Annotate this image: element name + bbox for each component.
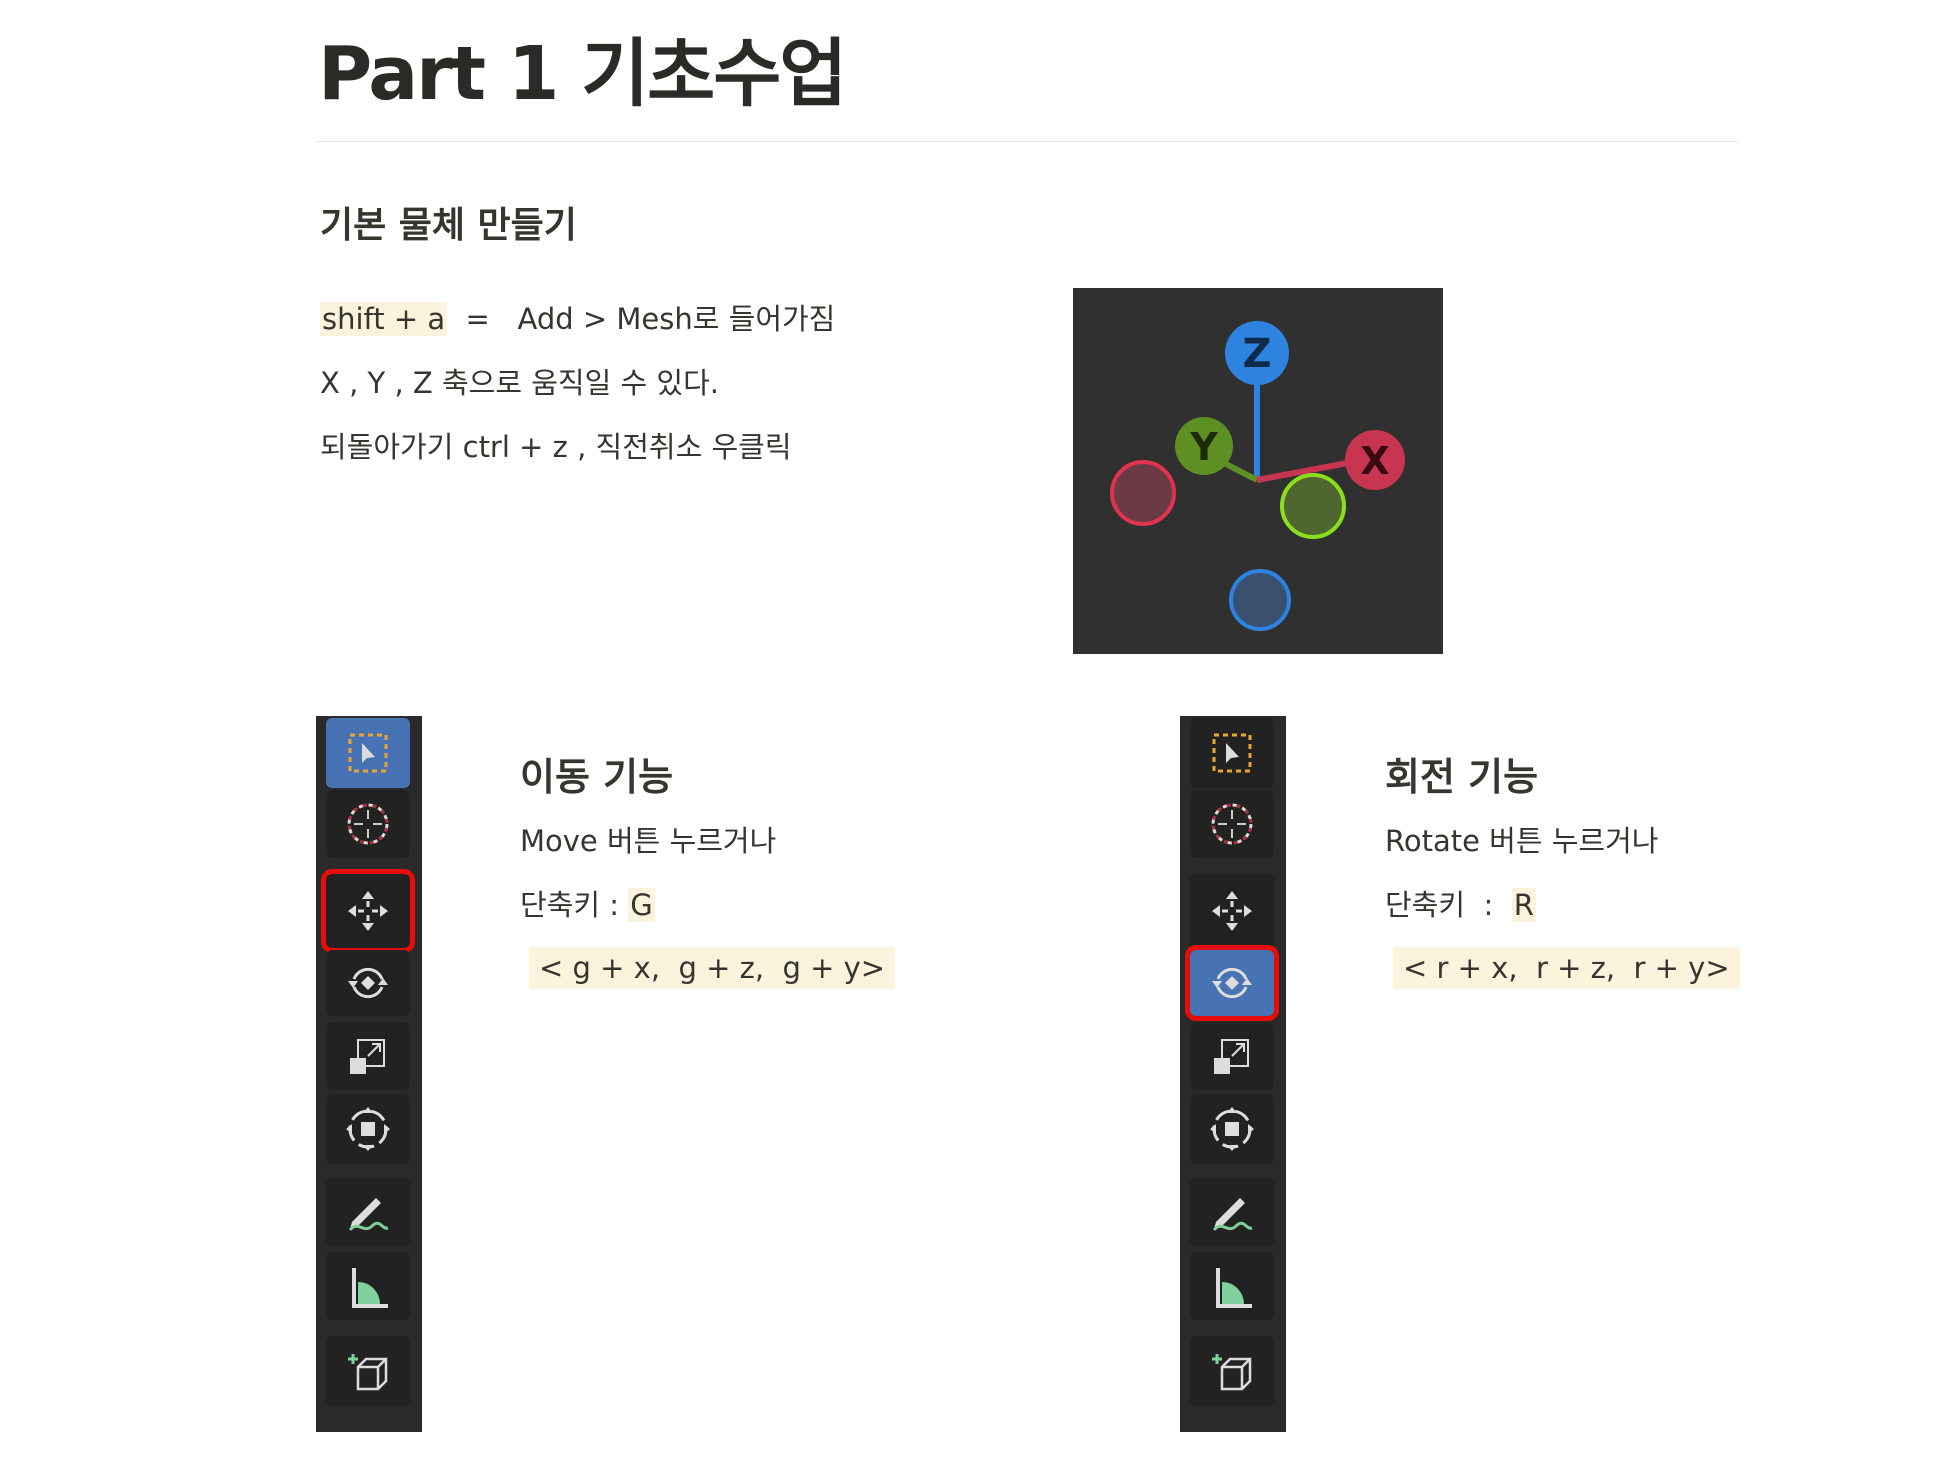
move-shortcut: 단축키 : G [520,882,655,924]
tool-transform-button[interactable] [1190,1094,1274,1164]
tool-scale-button[interactable] [326,1022,410,1090]
divider [316,141,1738,142]
tool-measure-button[interactable] [1190,1252,1274,1320]
move-heading: 이동 기능 [520,755,674,799]
annotate-icon [348,1198,389,1232]
rotate-icon [1212,967,1252,999]
annotate-icon [1212,1198,1253,1232]
move-description: Move 버튼 누르거나 [520,824,777,858]
shortcut-highlight: shift + a [320,302,448,336]
page-title: Part 1 기초수업 [318,31,847,117]
scale-icon [1214,1039,1249,1074]
rotate-shortcut: 단축키 : R [1385,882,1536,924]
cursor-icon [1211,803,1253,845]
move-combos: < g + x, g + z, g + y> [529,947,896,989]
tool-cursor-button[interactable] [326,790,410,858]
select-icon [1212,733,1252,773]
svg-text:X: X [1360,439,1389,483]
select-icon [348,733,388,773]
measure-icon [1216,1268,1252,1308]
shortcut-label: 단축키 : [1385,888,1512,922]
tool-measure-button[interactable] [326,1252,410,1320]
tool-move-button[interactable] [1190,874,1274,948]
negative-z-handle [1229,569,1291,631]
rotate-description: Rotate 버튼 누르거나 [1385,824,1659,858]
shortcut-label: 단축키 : [520,888,629,922]
text-line-undo: 되돌아가기 ctrl + z , 직전취소 우클릭 [320,430,792,464]
tool-select-button[interactable] [1190,718,1274,788]
addcube-icon [348,1354,388,1391]
y-axis-handle: Y [1175,417,1233,475]
transform-icon [346,1107,390,1151]
rotate-combos: < r + x, r + z, r + y> [1393,947,1740,989]
move-icon [348,891,388,931]
move-icon [1212,891,1252,931]
text: = Add > Mesh로 들어가짐 [447,302,836,336]
z-axis-handle: Z [1225,321,1289,385]
x-axis-handle: X [1345,430,1405,490]
transform-icon [1210,1107,1254,1151]
tool-transform-button[interactable] [326,1094,410,1164]
text-line-add-mesh: shift + a = Add > Mesh로 들어가짐 [320,296,835,338]
rotate-heading: 회전 기능 [1385,755,1539,799]
svg-text:Y: Y [1189,425,1218,469]
tool-addcube-button[interactable] [1190,1336,1274,1406]
section-heading: 기본 물체 만들기 [320,205,577,246]
tool-annotate-button[interactable] [1190,1178,1274,1246]
tool-scale-button[interactable] [1190,1022,1274,1090]
tool-move-button[interactable] [321,869,415,953]
scale-icon [350,1039,385,1074]
tool-annotate-button[interactable] [326,1178,410,1246]
text-line-axes: X , Y , Z 축으로 움직일 수 있다. [320,366,719,400]
shortcut-key: G [628,888,655,922]
tool-toolbar-move [316,716,422,1432]
tool-addcube-button[interactable] [326,1336,410,1406]
measure-icon [352,1268,388,1308]
tool-toolbar-rotate [1180,716,1286,1432]
svg-text:Z: Z [1242,331,1271,377]
tool-rotate-button[interactable] [1185,945,1279,1021]
tool-select-button[interactable] [326,718,410,788]
rotate-icon [348,967,388,999]
addcube-icon [1212,1354,1252,1391]
negative-y-handle [1280,473,1346,539]
cursor-icon [347,803,389,845]
tool-rotate-button[interactable] [326,950,410,1016]
tool-cursor-button[interactable] [1190,790,1274,858]
navigation-gizmo-image: Z Y X [1073,288,1443,654]
negative-x-handle [1110,460,1176,526]
shortcut-key: R [1511,888,1536,922]
